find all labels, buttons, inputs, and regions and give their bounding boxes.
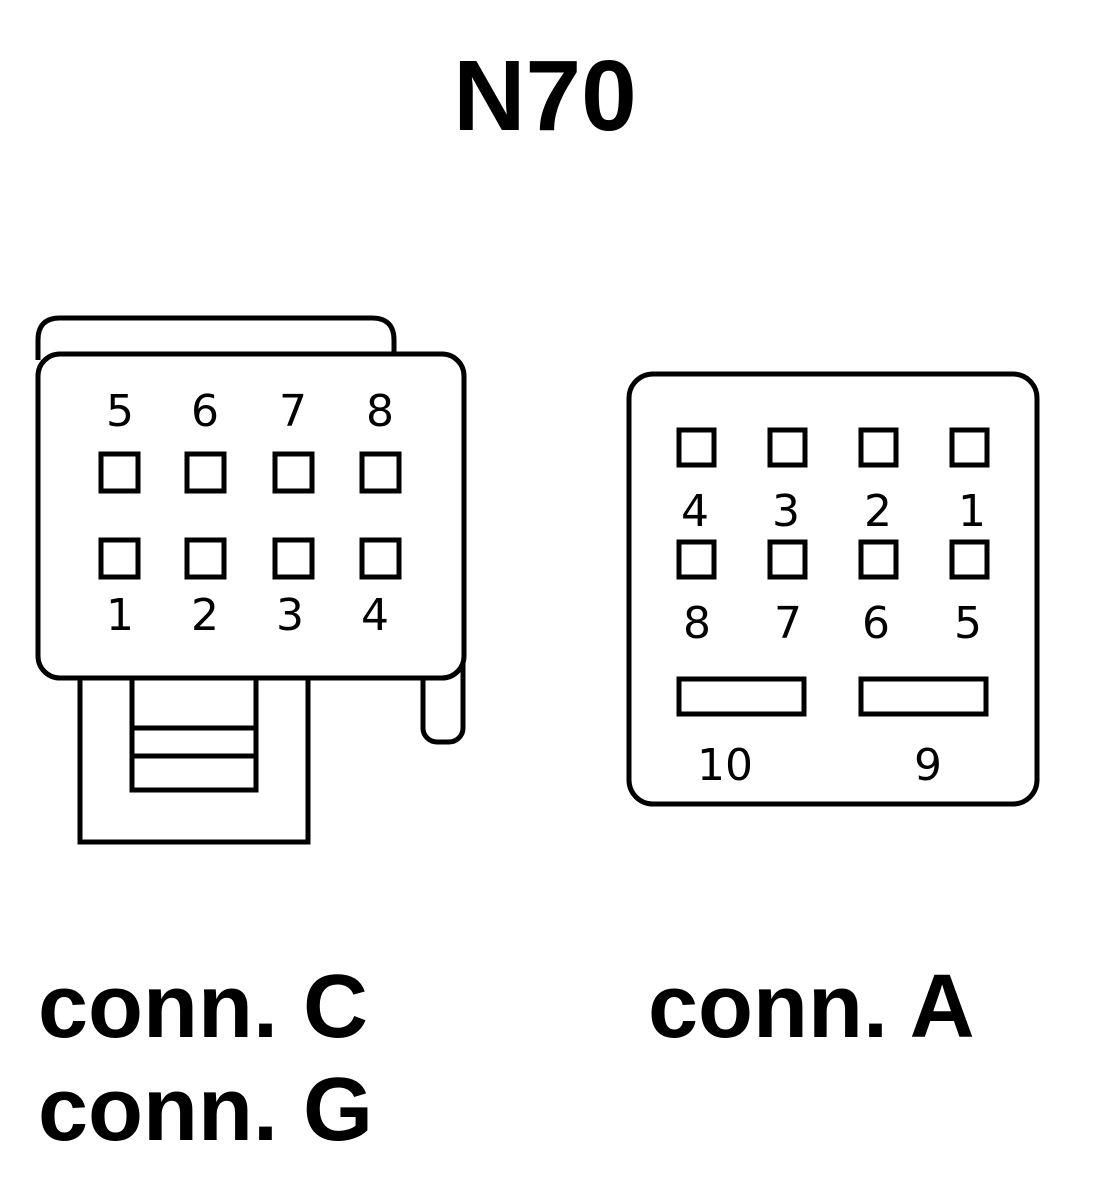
- right-pin-square: [767, 539, 808, 580]
- left-connector: 5 6 7 8 1 2 3 4: [35, 315, 467, 845]
- right-pin-label: 1: [958, 486, 986, 537]
- left-pin-label: 2: [191, 590, 219, 641]
- left-pin-label: 8: [366, 386, 394, 437]
- right-pin-square: [949, 539, 990, 580]
- right-connector-caption: conn. A: [648, 957, 975, 1057]
- right-pin-square: [676, 427, 717, 468]
- left-pin-label: 3: [276, 590, 304, 641]
- right-slot-label: 10: [697, 740, 753, 791]
- right-pin-square: [858, 539, 899, 580]
- right-pin-square: [949, 427, 990, 468]
- left-pin-square: [272, 537, 315, 580]
- right-pin-label: 4: [681, 486, 709, 537]
- left-pin-square: [359, 537, 402, 580]
- right-pin-square: [767, 427, 808, 468]
- left-pin-square: [272, 451, 315, 494]
- left-connector-caption-2: conn. G: [38, 1060, 373, 1160]
- right-pin-label: 6: [862, 598, 890, 649]
- left-pin-square: [184, 537, 227, 580]
- left-pin-label: 1: [106, 590, 134, 641]
- right-slot-pin: [858, 676, 989, 717]
- right-pin-label: 2: [864, 486, 892, 537]
- right-pin-label: 5: [954, 598, 982, 649]
- right-slot-pin: [676, 676, 807, 717]
- left-connector-body: [35, 351, 467, 681]
- left-pin-square: [98, 451, 141, 494]
- left-pin-label: 5: [106, 386, 134, 437]
- left-pin-square: [98, 537, 141, 580]
- right-pin-label: 7: [774, 598, 802, 649]
- right-pin-label: 8: [683, 598, 711, 649]
- right-pin-square: [858, 427, 899, 468]
- left-pin-label: 4: [361, 590, 389, 641]
- left-pin-label: 7: [279, 386, 307, 437]
- left-pin-label: 6: [191, 386, 219, 437]
- diagram-title: N70: [453, 40, 636, 152]
- left-connector-back-tab: [35, 315, 397, 360]
- right-pin-label: 3: [772, 486, 800, 537]
- right-slot-label: 9: [914, 740, 942, 791]
- right-pin-square: [676, 539, 717, 580]
- left-pin-square: [359, 451, 402, 494]
- right-connector: 4 3 2 1 8 7 6 5 10 9: [626, 371, 1040, 807]
- left-connector-caption-1: conn. C: [38, 957, 368, 1057]
- left-pin-square: [184, 451, 227, 494]
